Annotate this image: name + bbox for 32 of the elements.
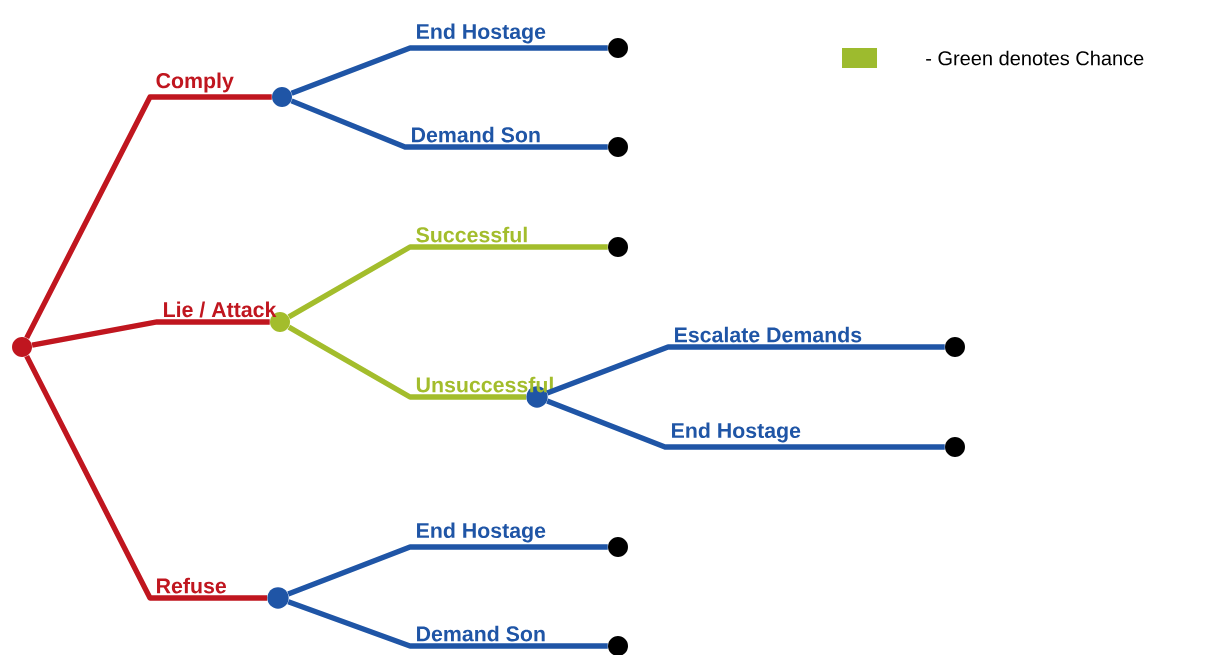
terminal-dot [608, 237, 628, 257]
branch-line [287, 244, 608, 320]
edge-label: End Hostage [417, 23, 546, 44]
decision-dot [272, 87, 292, 107]
branch-line [287, 544, 608, 597]
branch-line [290, 45, 608, 96]
edge-label: End Hostage [672, 422, 801, 443]
decision-dot [12, 337, 32, 357]
branch-line [287, 324, 527, 400]
decision-dot [267, 587, 289, 609]
edge-label: End Hostage [417, 522, 546, 543]
branch-line [290, 98, 608, 150]
branch-line [546, 398, 945, 450]
edge-label: Escalate Demands [675, 326, 862, 343]
terminal-dot [945, 437, 965, 457]
legend-text: - Green denotes Chance [926, 50, 1144, 66]
terminal-dot [608, 38, 628, 58]
edge-label: Lie / Attack [164, 301, 277, 318]
edge-label: Demand Son [412, 126, 540, 143]
edge-label: Refuse [157, 577, 226, 594]
terminal-dot [608, 537, 628, 557]
branch-line [31, 319, 270, 348]
edge-label: Unsuccessful [416, 376, 553, 393]
branch-line [24, 94, 272, 340]
terminal-dot [608, 137, 628, 157]
branch-line [287, 599, 608, 649]
branch-line [546, 344, 945, 396]
edge-label: Demand Son [417, 625, 545, 642]
terminal-dot [945, 337, 965, 357]
branch-line [24, 354, 268, 601]
edge-label: Successful [416, 226, 527, 243]
edge-label: Comply [156, 72, 234, 93]
